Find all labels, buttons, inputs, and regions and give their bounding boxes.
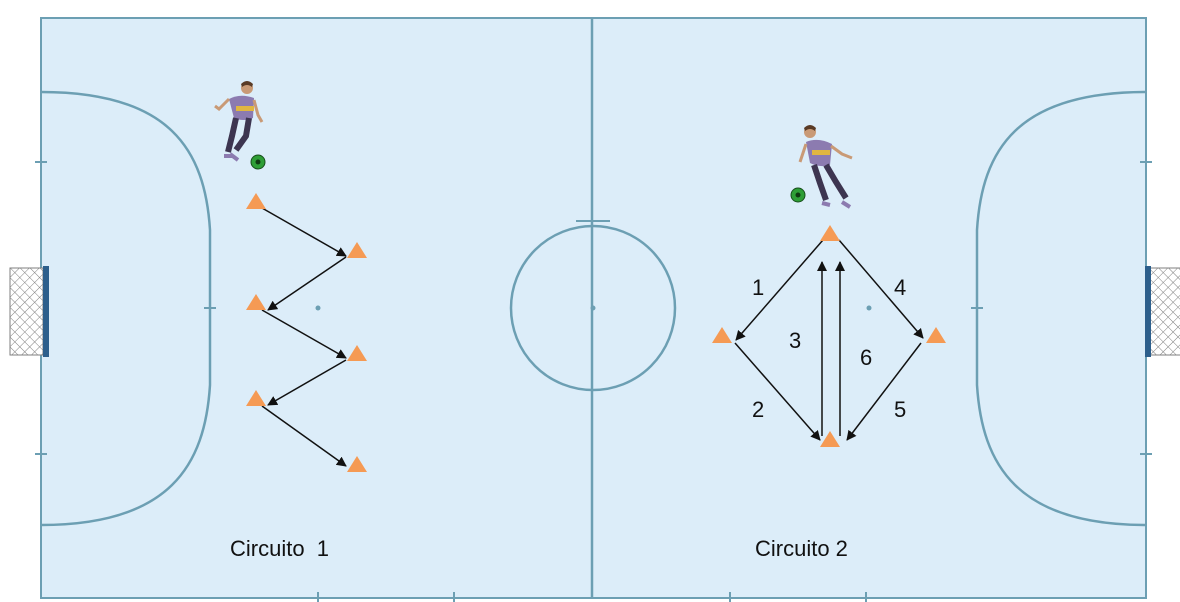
left-goal-net-icon bbox=[9, 266, 49, 357]
player-icon bbox=[798, 125, 853, 209]
cone-icon bbox=[926, 327, 946, 343]
right-goal-net-icon bbox=[1145, 266, 1180, 357]
left-penalty-mark bbox=[315, 305, 321, 311]
cone-icon bbox=[347, 345, 367, 361]
cone-icon bbox=[347, 456, 367, 472]
cone-icon bbox=[712, 327, 732, 343]
cone-icon bbox=[347, 242, 367, 258]
path-label-6: 6 bbox=[860, 345, 872, 370]
circuit-2-arrows bbox=[734, 239, 924, 441]
path-label-3: 3 bbox=[789, 328, 801, 353]
center-circle bbox=[509, 224, 677, 392]
court-tick-marks bbox=[35, 161, 1152, 602]
path-label-5: 5 bbox=[894, 397, 906, 422]
center-spot bbox=[590, 305, 596, 311]
path-label-4: 4 bbox=[894, 275, 906, 300]
cone-icon bbox=[820, 225, 840, 241]
soccer-ball-icon bbox=[250, 154, 266, 170]
cone-icon bbox=[246, 193, 266, 209]
soccer-ball-icon bbox=[790, 187, 806, 203]
right-penalty-mark bbox=[866, 305, 872, 311]
circuit-1-caption: Circuito 1 bbox=[230, 536, 329, 561]
path-label-1: 1 bbox=[752, 275, 764, 300]
cone-icon bbox=[820, 431, 840, 447]
circuit-1-arrows bbox=[261, 207, 347, 467]
circuit-2-caption: Circuito 2 bbox=[755, 536, 848, 561]
cone-icon bbox=[246, 390, 266, 406]
player-icon bbox=[214, 81, 264, 162]
cone-icon bbox=[246, 294, 266, 310]
path-label-2: 2 bbox=[752, 397, 764, 422]
cones bbox=[246, 193, 946, 472]
